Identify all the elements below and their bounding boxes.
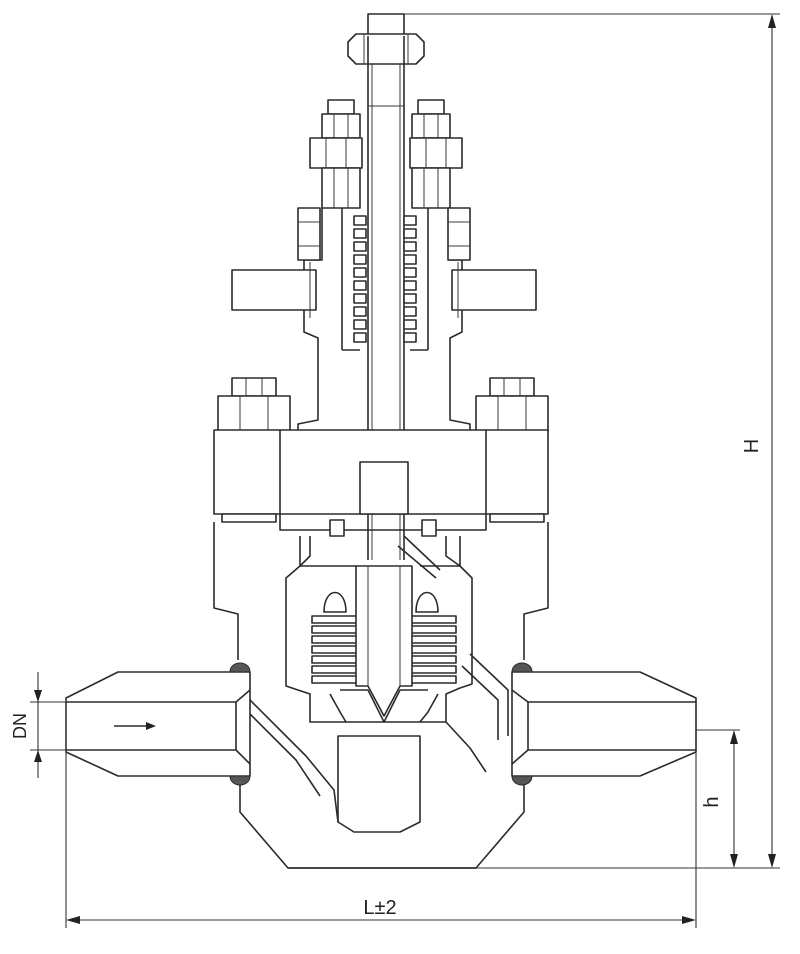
bonnet-flange bbox=[213, 429, 549, 537]
dimension-H-label: H bbox=[741, 439, 763, 453]
dimension-L-label: L±2 bbox=[363, 897, 396, 919]
bellows-ring-right bbox=[409, 675, 457, 684]
stem-packing bbox=[353, 215, 417, 343]
bonnet-bolt-right bbox=[475, 377, 549, 433]
dimension-DN-label: DN bbox=[10, 713, 30, 739]
packing-ring-left bbox=[353, 332, 367, 343]
bellows-ring-left bbox=[311, 615, 359, 624]
packing-ring-left bbox=[353, 267, 367, 278]
packing-ring-left bbox=[353, 241, 367, 252]
packing-ring-left bbox=[353, 215, 367, 226]
dimension-DN bbox=[30, 672, 66, 778]
gland-stud-nut-left bbox=[309, 99, 363, 209]
bellows-ring-left bbox=[311, 645, 359, 654]
bellows-ring-right bbox=[409, 655, 457, 664]
bellows-ring-right bbox=[409, 635, 457, 644]
packing-ring-right bbox=[403, 306, 417, 317]
bellows-ring-left bbox=[311, 665, 359, 674]
packing-ring-right bbox=[403, 215, 417, 226]
packing-ring-left bbox=[353, 280, 367, 291]
pipe-end-left bbox=[65, 662, 251, 786]
stem-top-nut bbox=[347, 13, 425, 65]
dimension-h-label: h bbox=[701, 796, 723, 807]
bellows-ring-left bbox=[311, 655, 359, 664]
gland-stud-nut-right bbox=[409, 99, 463, 209]
valve-disc bbox=[329, 565, 439, 723]
packing-ring-right bbox=[403, 241, 417, 252]
packing-ring-right bbox=[403, 332, 417, 343]
dimension-L bbox=[65, 752, 697, 928]
bonnet-yoke bbox=[231, 207, 537, 430]
bellows-ring-right bbox=[409, 615, 457, 624]
packing-ring-right bbox=[403, 267, 417, 278]
dimension-h bbox=[696, 729, 740, 868]
bonnet-bolt-left bbox=[217, 377, 291, 433]
dimension-H bbox=[404, 13, 780, 869]
packing-ring-right bbox=[403, 280, 417, 291]
bellows-stack bbox=[311, 615, 457, 684]
bellows-ring-right bbox=[409, 665, 457, 674]
bellows-ring-right bbox=[409, 645, 457, 654]
packing-ring-right bbox=[403, 228, 417, 239]
packing-ring-left bbox=[353, 306, 367, 317]
valve-body bbox=[213, 522, 549, 869]
packing-ring-left bbox=[353, 228, 367, 239]
packing-ring-left bbox=[353, 319, 367, 330]
bellows-left bbox=[323, 591, 439, 613]
packing-ring-left bbox=[353, 293, 367, 304]
bellows-ring-left bbox=[311, 635, 359, 644]
packing-ring-right bbox=[403, 293, 417, 304]
packing-ring-right bbox=[403, 254, 417, 265]
packing-ring-right bbox=[403, 319, 417, 330]
bellows-ring-left bbox=[311, 675, 359, 684]
bellows-ring-left bbox=[311, 625, 359, 634]
packing-ring-left bbox=[353, 254, 367, 265]
pipe-end-right bbox=[511, 662, 697, 786]
bellows-ring-right bbox=[409, 625, 457, 634]
